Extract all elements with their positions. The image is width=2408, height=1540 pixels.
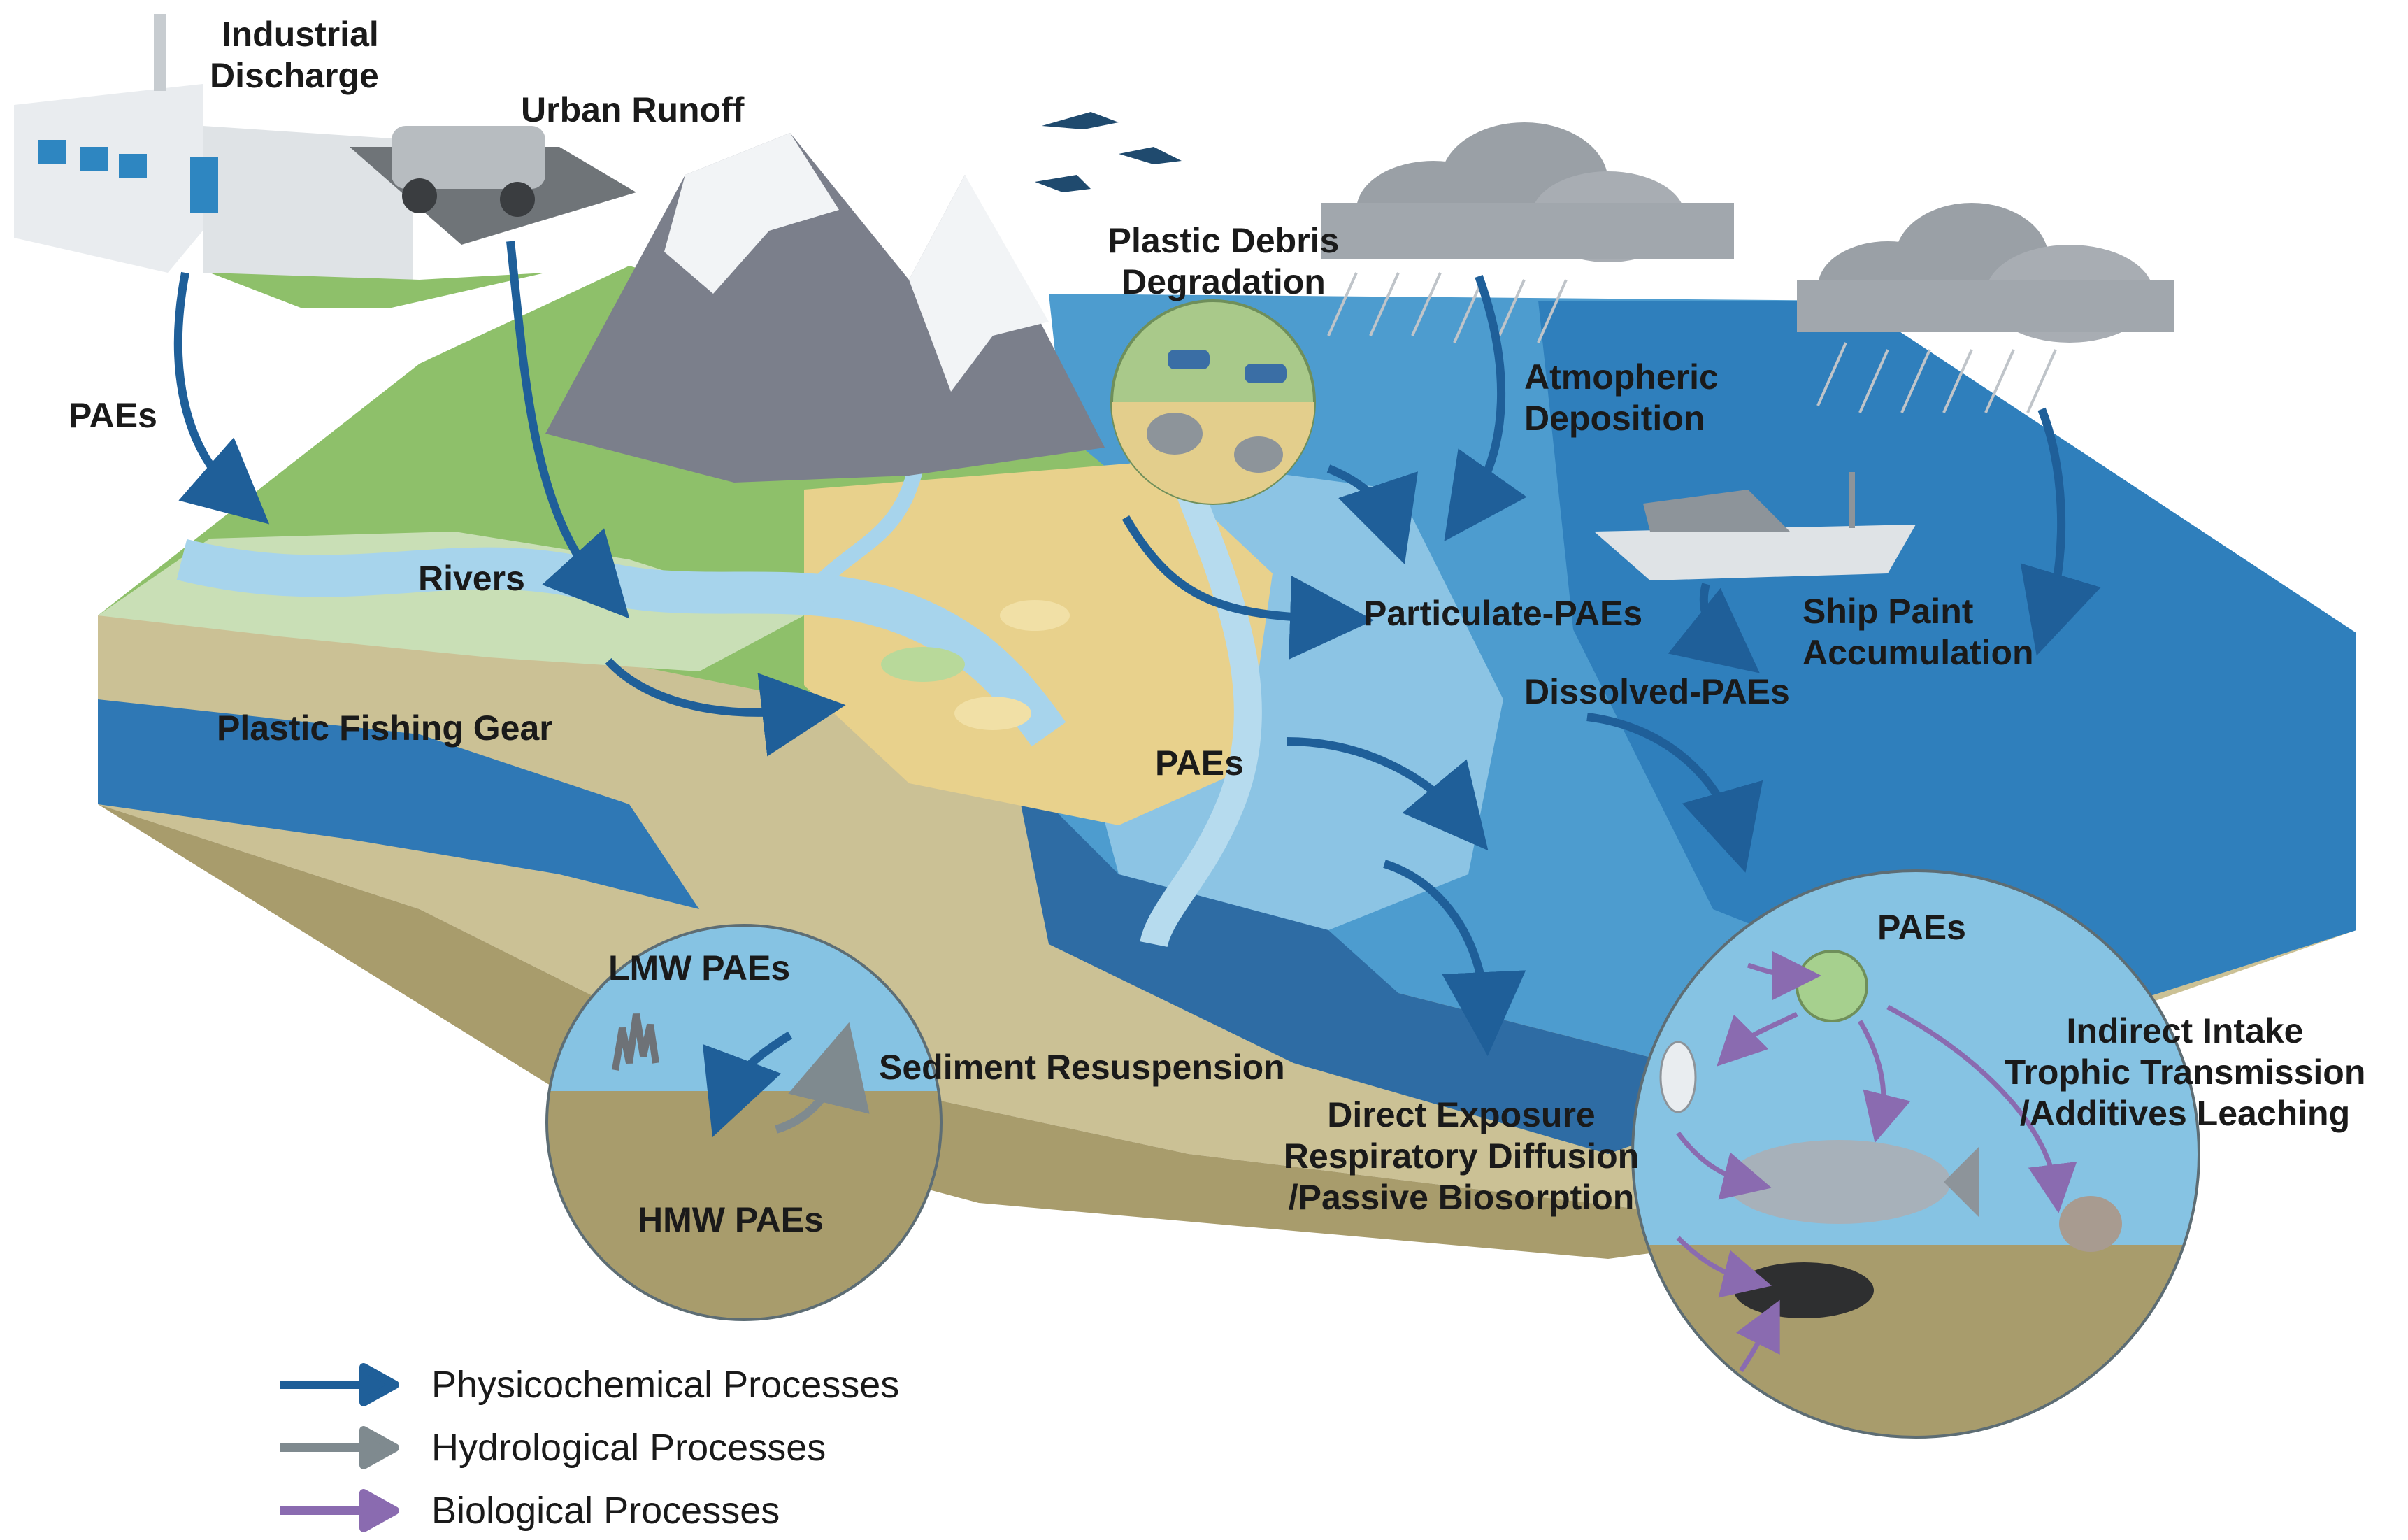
label-plastic-debris-degradation: Plastic Debris Degradation bbox=[1091, 220, 1356, 303]
arrow-industrial-discharge bbox=[178, 273, 238, 497]
legend-hydrological-label: Hydrological Processes bbox=[431, 1426, 826, 1469]
label-plastic-fishing-gear: Plastic Fishing Gear bbox=[217, 708, 553, 749]
cloud-right bbox=[1797, 203, 2174, 343]
mountains bbox=[545, 133, 1105, 483]
label-paes-center: PAEs bbox=[1155, 743, 1244, 784]
biological-circle bbox=[1629, 871, 2202, 1455]
label-indirect-intake: Indirect Intake Trophic Transmission /Ad… bbox=[1996, 1011, 2374, 1134]
label-paes-left: PAEs bbox=[69, 395, 157, 436]
label-sediment-resuspension: Sediment Resuspension bbox=[879, 1047, 1285, 1088]
label-rivers: Rivers bbox=[418, 558, 525, 599]
legend-biological: Biological Processes bbox=[276, 1483, 780, 1539]
label-direct-exposure: Direct Exposure Respiratory Diffusion /P… bbox=[1273, 1095, 1650, 1218]
legend-biological-label: Biological Processes bbox=[431, 1489, 780, 1532]
legend-physicochemical-label: Physicochemical Processes bbox=[431, 1363, 899, 1406]
cloud-left bbox=[1321, 122, 1734, 262]
label-industrial-discharge: Industrial Discharge bbox=[210, 14, 379, 97]
label-dissolved-paes: Dissolved-PAEs bbox=[1524, 671, 1790, 713]
legend-hydrological: Hydrological Processes bbox=[276, 1420, 826, 1476]
label-ship-paint-accumulation: Ship Paint Accumulation bbox=[1803, 591, 2034, 673]
label-hmw-paes: HMW PAEs bbox=[638, 1199, 824, 1241]
label-paes-bio: PAEs bbox=[1877, 907, 1966, 948]
label-atmospheric-deposition: Atmopheric Deposition bbox=[1524, 357, 1719, 439]
label-urban-runoff: Urban Runoff bbox=[521, 90, 744, 131]
legend-physicochemical: Physicochemical Processes bbox=[276, 1357, 899, 1413]
label-lmw-paes: LMW PAEs bbox=[608, 948, 790, 989]
birds bbox=[1035, 112, 1182, 192]
label-particulate-paes: Particulate-PAEs bbox=[1363, 593, 1642, 634]
